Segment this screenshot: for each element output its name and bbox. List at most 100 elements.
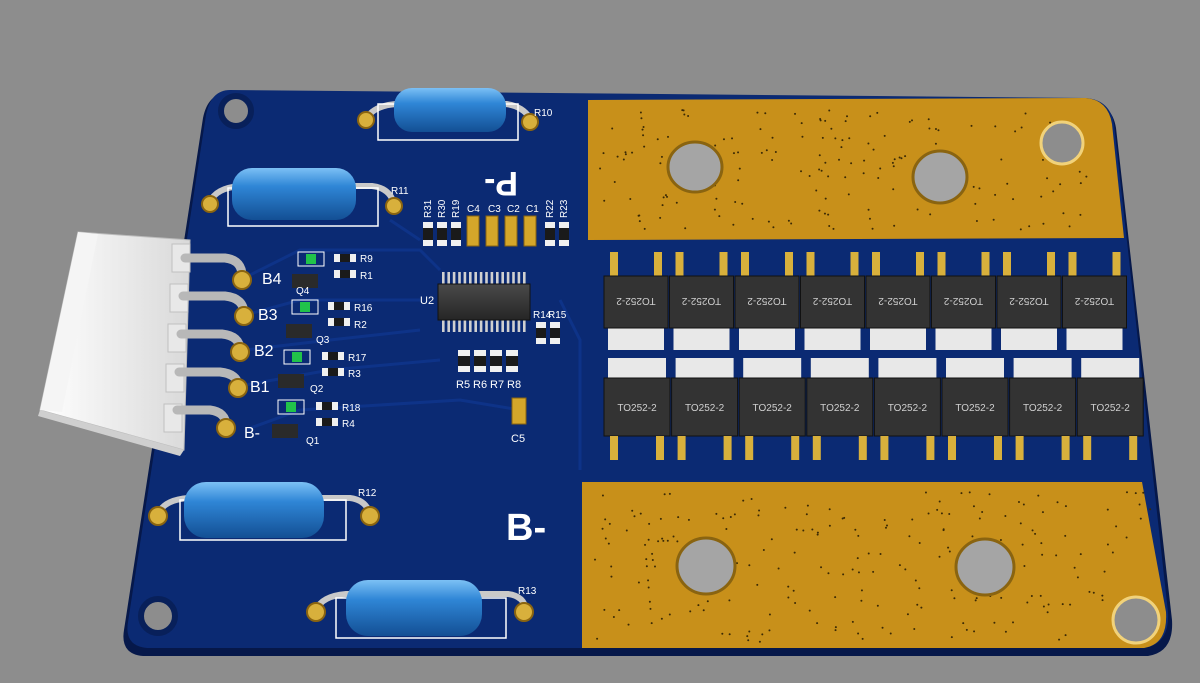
via: [706, 600, 709, 603]
via: [1004, 630, 1007, 633]
via: [1138, 503, 1141, 506]
via: [911, 518, 914, 521]
via: [1052, 190, 1055, 193]
via: [666, 195, 669, 198]
via: [794, 112, 797, 115]
via: [748, 564, 751, 567]
ic-pin: [496, 272, 499, 284]
via: [978, 187, 981, 190]
via: [790, 222, 793, 225]
ic-pin: [469, 272, 472, 284]
via: [992, 218, 995, 221]
ic-pin: [463, 320, 467, 332]
mosfet-bottom: TO252-2: [806, 358, 874, 460]
battery-connector: [38, 231, 191, 456]
label-b3: B3: [258, 307, 278, 324]
label-b1: B1: [250, 379, 270, 396]
via: [947, 546, 950, 549]
mosfet-lead: [719, 252, 728, 276]
via: [1006, 182, 1009, 185]
via: [722, 138, 725, 141]
mosfet-tab: [870, 328, 926, 350]
mosfet-label: TO252-2: [1023, 403, 1063, 414]
via: [1012, 621, 1015, 624]
via: [820, 566, 823, 569]
transistor: [292, 274, 318, 288]
via: [649, 607, 652, 610]
mosfet-bottom: TO252-2: [941, 358, 1009, 460]
ic-pin: [474, 272, 477, 284]
via: [677, 516, 680, 519]
via: [683, 113, 686, 116]
via: [820, 169, 823, 172]
via: [616, 155, 619, 158]
via: [816, 533, 819, 536]
designator: C5: [511, 433, 525, 445]
ic-pin: [501, 320, 504, 332]
mosfet-tab: [1001, 328, 1057, 350]
via: [687, 518, 690, 521]
label-b2: B2: [254, 343, 274, 360]
mosfet-label: TO252-2: [888, 403, 928, 414]
via: [834, 596, 837, 599]
designator: R16: [354, 303, 373, 314]
via: [1111, 551, 1114, 554]
mosfet-body: [603, 377, 671, 437]
via: [950, 636, 953, 639]
via: [908, 120, 911, 123]
via: [662, 539, 665, 542]
ic-pin: [523, 272, 526, 284]
via: [758, 509, 761, 512]
via: [608, 522, 611, 525]
via: [938, 500, 941, 503]
via: [981, 511, 984, 514]
led: [286, 402, 296, 412]
ic-pin: [517, 272, 521, 284]
via: [918, 542, 921, 545]
mosfet-bottom: TO252-2: [603, 358, 671, 460]
via: [715, 197, 718, 200]
mosfet-lead: [1047, 252, 1055, 276]
via: [970, 124, 973, 127]
via: [771, 159, 774, 162]
via: [661, 537, 664, 540]
via: [1040, 195, 1043, 198]
via: [841, 517, 844, 520]
designator: R18: [342, 403, 361, 414]
via: [657, 540, 660, 543]
via: [794, 601, 797, 604]
via: [918, 587, 921, 590]
via: [729, 515, 732, 518]
via: [1041, 158, 1044, 161]
via: [893, 158, 896, 161]
via: [733, 513, 736, 516]
via: [668, 613, 671, 616]
via: [1047, 603, 1050, 606]
via: [643, 145, 646, 148]
via: [811, 528, 814, 531]
ic-pin: [469, 320, 472, 332]
mosfet-body: [806, 377, 874, 437]
via: [640, 117, 643, 120]
ic-pin: [496, 320, 499, 332]
via: [772, 226, 775, 229]
ic-pin: [452, 320, 456, 332]
via: [818, 154, 821, 157]
via: [834, 137, 837, 140]
mosfet-body: [800, 275, 865, 329]
mosfet-label: TO252-2: [616, 295, 656, 306]
via: [988, 493, 991, 496]
via: [1046, 177, 1049, 180]
mosfet-label: TO252-2: [878, 295, 918, 306]
via: [767, 220, 770, 223]
mosfet-lead: [654, 252, 662, 276]
designator: R31: [423, 199, 434, 218]
via: [1125, 536, 1128, 539]
via: [638, 220, 641, 223]
mosfet-label: TO252-2: [681, 295, 721, 306]
mosfet-lead: [1015, 436, 1024, 460]
via: [975, 219, 978, 222]
mosfet-tab: [935, 328, 992, 350]
via: [851, 620, 854, 623]
via: [682, 109, 685, 112]
